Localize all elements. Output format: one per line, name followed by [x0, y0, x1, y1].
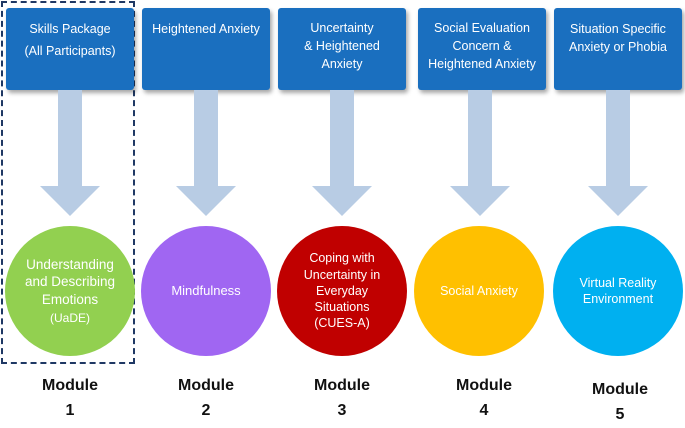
- box-line: Social Evaluation: [434, 20, 530, 35]
- skills-package-box: Skills Package (All Participants): [6, 8, 134, 90]
- social-evaluation-box: Social Evaluation Concern & Heightened A…: [418, 8, 546, 90]
- module-number: 2: [201, 401, 211, 419]
- down-arrow-icon: [450, 90, 510, 216]
- circle-line: Uncertainty in: [303, 267, 381, 282]
- module-label: Module: [314, 377, 370, 394]
- module-number: 5: [615, 405, 625, 423]
- circle-line: Understanding: [26, 256, 114, 272]
- circle-line: Environment: [582, 292, 654, 306]
- down-arrow-icon: [176, 90, 236, 216]
- module-4-label: Module 4: [419, 374, 549, 424]
- circle-line: Emotions: [41, 291, 99, 307]
- box-line: Heightened Anxiety: [152, 22, 260, 36]
- module-label: Module: [592, 381, 648, 398]
- mindfulness-circle: Mindfulness: [141, 226, 271, 356]
- skills-package-dashed-frame: [1, 1, 135, 364]
- box-line: Heightened Anxiety: [428, 57, 536, 72]
- down-arrow-icon: [312, 90, 372, 216]
- module-label: Module: [178, 377, 234, 394]
- circle-line: (CUES-A): [314, 316, 370, 331]
- box-line: Situation Specific: [570, 22, 666, 36]
- circle-line: (UaDE): [49, 310, 90, 325]
- uade-circle: Understanding and Describing Emotions (U…: [5, 226, 135, 356]
- circle-line: Social Anxiety: [440, 283, 518, 298]
- down-arrow-icon: [40, 90, 100, 216]
- module-3-label: Module 3: [277, 374, 407, 424]
- circle-line: Coping with: [309, 251, 375, 266]
- module-1-label: Module 1: [5, 374, 135, 424]
- uncertainty-box: Uncertainty & Heightened Anxiety: [278, 8, 406, 90]
- box-line: Anxiety or Phobia: [569, 40, 667, 55]
- module-5-label: Module 5: [555, 378, 685, 428]
- box-line: Concern &: [452, 38, 512, 53]
- circle-line: and Describing: [24, 274, 116, 290]
- circle-line: Everyday: [315, 283, 369, 298]
- situation-specific-box: Situation Specific Anxiety or Phobia: [554, 8, 682, 90]
- circle-line: Virtual Reality: [579, 275, 657, 290]
- box-line: Anxiety: [321, 57, 363, 72]
- module-number: 1: [65, 401, 75, 419]
- circle-line: Situations: [314, 300, 370, 315]
- social-anxiety-circle: Social Anxiety: [414, 226, 544, 356]
- module-label: Module: [42, 377, 98, 394]
- box-line: & Heightened: [304, 38, 380, 53]
- module-label: Module: [456, 377, 512, 394]
- virtual-reality-circle: Virtual Reality Environment: [553, 226, 683, 356]
- heightened-anxiety-box: Heightened Anxiety: [142, 8, 270, 90]
- box-line: Uncertainty: [310, 20, 374, 35]
- module-number: 4: [479, 401, 489, 419]
- circle-line: Mindfulness: [171, 282, 241, 298]
- down-arrow-icon: [588, 90, 648, 216]
- module-2-label: Module 2: [141, 374, 271, 424]
- module-number: 3: [337, 401, 347, 419]
- box-line: (All Participants): [24, 44, 116, 59]
- box-line: Skills Package: [29, 22, 111, 36]
- cues-a-circle: Coping with Uncertainty in Everyday Situ…: [277, 226, 407, 356]
